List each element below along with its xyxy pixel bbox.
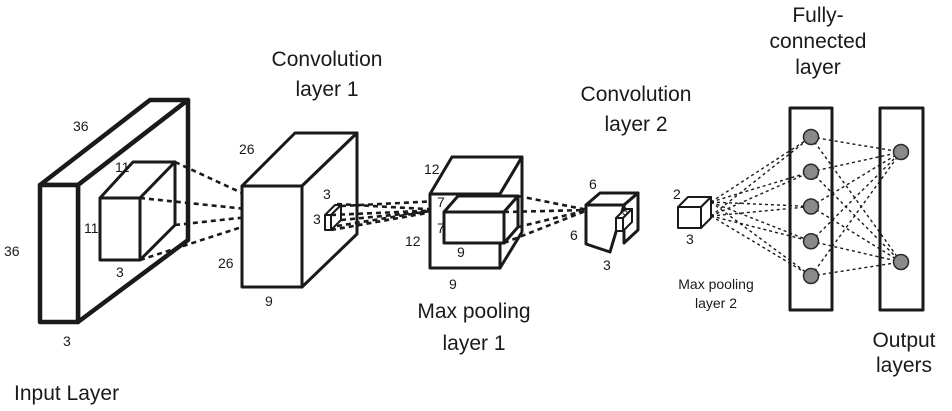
network-connections [710,136,902,277]
kernel1-width-label: 3 [116,264,124,280]
output-title-line2: layers [876,354,932,377]
conv1-height-label: 26 [218,255,234,271]
output-neuron [892,143,910,161]
conv2-title-line2: layer 2 [604,113,667,136]
conv1-width-label: 9 [265,293,273,309]
conv1-kernel-label-a: 3 [323,186,331,202]
fc-to-output-connection [810,136,902,263]
pool2-height-label: 2 [673,186,681,202]
input-height-label: 36 [4,243,20,259]
pool2-to-fc-connection [710,201,812,208]
pool2-block [677,196,712,229]
fc-neuron [802,163,820,180]
output-neuron [892,253,910,271]
conv2-kernel-label: 3 [622,206,628,218]
pool1-inner-box [442,194,520,245]
conv2-height-label: 6 [570,227,578,243]
conv2-title-line1: Convolution [581,83,692,106]
pool1-title-line2: layer 1 [442,332,505,355]
input-width-label: 3 [63,333,71,349]
fc-title-line2: connected [770,30,867,53]
pool2-to-fc-connection [710,201,812,277]
pool2-to-fc-connection [710,136,812,203]
pool1-height-label: 12 [405,233,421,249]
pool1-to-conv2-connections [503,194,589,245]
fc-title-line1: Fully- [792,4,843,27]
conv2-depth-label: 6 [589,176,597,192]
fc-neuron [802,267,820,285]
pool1-inner-label-b: 7 [437,220,445,236]
pool1-depth-label: 12 [424,161,440,177]
pool2-to-fc-connection [710,215,812,277]
input-kernel-box [98,160,177,262]
pool1-width-label: 9 [449,276,457,292]
pool2-to-fc-connection [710,205,812,217]
pool1-inner-label-a: 7 [437,194,445,210]
pool2-to-fc-connection [710,215,812,242]
pool2-to-fc-connection [710,171,812,217]
kernel1-height-label: 11 [84,220,99,236]
output-title-line1: Output [872,329,935,352]
network-nodes [802,128,910,285]
fc-neuron [802,128,820,146]
conv1-title-line2: layer 1 [295,78,358,101]
output-layer-frame [878,106,925,312]
conv2-kernel-box [615,208,633,232]
conv2-width-label: 3 [603,257,611,273]
input-layer-title: Input Layer [14,382,119,405]
kernel1-depth-label: 11 [115,159,130,175]
pool2-title-line1: Max pooling [678,276,754,292]
input-depth-label: 36 [73,118,89,134]
pool2-width-label: 3 [686,231,694,247]
conv1-kernel-label-b: 3 [313,211,321,227]
conv1-depth-label: 26 [239,141,255,157]
pool1-title-line1: Max pooling [417,300,530,323]
fc-to-output-connection [810,151,902,277]
pool2-title-line2: layer 2 [695,295,737,311]
fc-neuron [802,198,820,215]
fc-neuron [802,233,820,250]
pool1-inner-width-label: 9 [457,244,465,260]
conv1-title-line1: Convolution [272,48,383,71]
fc-title-line3: layer [795,56,841,79]
